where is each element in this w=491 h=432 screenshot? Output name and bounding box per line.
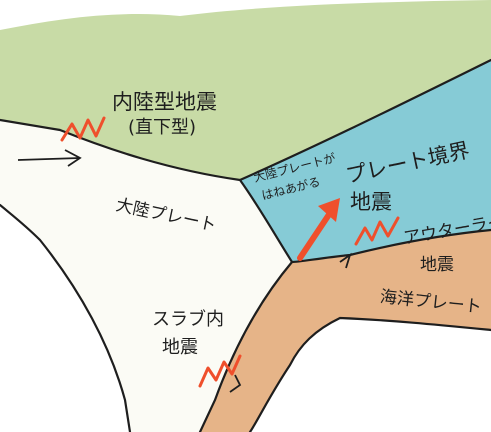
slab-top-line: [198, 260, 294, 432]
quake-icons: [60, 116, 400, 388]
uplift-arrow-icon: [297, 198, 340, 261]
continental-plate-region: [0, 120, 292, 432]
oceanic-plate-region: [200, 230, 491, 432]
inland-quake-label: 内陸型地震: [112, 90, 217, 114]
inland-quake-icon: [60, 116, 106, 142]
sea-region: [240, 60, 491, 262]
mantle-region: [0, 205, 130, 432]
inland-quake-sublabel: (直下型): [128, 117, 197, 138]
slab-quake-label: スラブ内: [152, 309, 224, 330]
slab-quake-label-line2: 地震: [162, 337, 198, 358]
continental-plate-top-line: [0, 118, 294, 264]
sea-surface-line: [238, 58, 491, 182]
continental-plate-bottom-line: [0, 203, 132, 432]
outer-rise-quake-label-line2: 地震: [420, 255, 454, 275]
slab-quake-icon: [198, 354, 242, 388]
plate-outlines: [0, 58, 491, 432]
boundary-quake-label-line2: 地震: [350, 190, 392, 214]
land-region: [0, 0, 491, 180]
oceanic-plate-top-line: [290, 228, 491, 264]
oceanic-plate-bottom-line: [248, 316, 491, 432]
fault-icon: [17, 149, 352, 393]
outer-rise-quake-icon: [354, 216, 400, 246]
